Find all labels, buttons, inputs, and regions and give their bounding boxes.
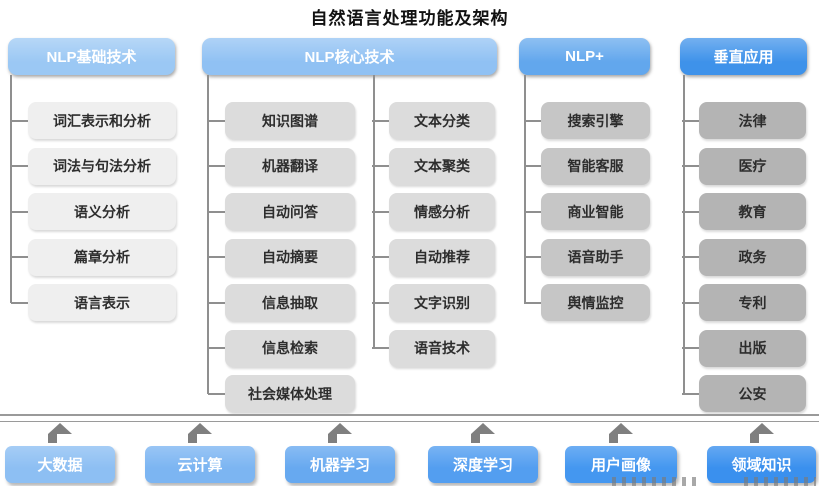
tree-node: 教育 — [682, 193, 806, 230]
header-nlp-basic: NLP基础技术 — [8, 38, 175, 75]
tree-node: 篇章分析 — [11, 238, 176, 276]
connector-line-col1 — [10, 75, 12, 303]
tree-node: 专利 — [682, 284, 806, 321]
tree-node: 文本聚类 — [372, 147, 495, 185]
arrow-up-icon — [749, 423, 774, 443]
foundation-box: 领域知识 — [707, 446, 816, 483]
tree-node: 智能客服 — [524, 147, 650, 185]
column-nlp-plus: 搜索引擎 智能客服 商业智能 语音助手 舆情监控 — [524, 102, 650, 321]
connector-line-col4 — [683, 75, 685, 394]
foundation-box: 用户画像 — [565, 446, 677, 483]
tree-node: 语义分析 — [11, 193, 176, 230]
arrow-up-icon — [328, 423, 352, 443]
tree-node: 词法与句法分析 — [11, 147, 176, 185]
tree-node: 出版 — [682, 329, 806, 367]
tree-node: 知识图谱 — [208, 102, 355, 139]
tree-node: 搜索引擎 — [524, 102, 650, 139]
column-nlp-basic: 词汇表示和分析 词法与句法分析 语义分析 篇章分析 语言表示 — [11, 102, 176, 321]
tree-node: 语音技术 — [372, 329, 495, 367]
tree-node: 机器翻译 — [208, 147, 355, 185]
tree-node: 舆情监控 — [524, 284, 650, 321]
foundation-cloud-computing: 云计算 — [145, 423, 255, 483]
tree-node: 自动问答 — [208, 193, 355, 230]
arrow-up-icon — [48, 423, 72, 443]
foundation-machine-learning: 机器学习 — [285, 423, 395, 483]
tree-node: 语音助手 — [524, 238, 650, 276]
tree-node: 公安 — [682, 375, 806, 412]
foundation-domain-knowledge: 领域知识 — [707, 423, 816, 483]
tree-node: 文字识别 — [372, 284, 495, 321]
foundation-box: 云计算 — [145, 446, 255, 483]
foundation-user-profile: 用户画像 — [565, 423, 677, 483]
tree-node: 文本分类 — [372, 102, 495, 139]
section-divider — [0, 414, 819, 422]
connector-line-col2-left — [207, 75, 209, 394]
watermark-fragment — [744, 477, 816, 486]
header-vertical-apps: 垂直应用 — [680, 38, 807, 75]
column-nlp-core-left: 知识图谱 机器翻译 自动问答 自动摘要 信息抽取 信息检索 社会媒体处理 — [208, 102, 355, 412]
foundation-deep-learning: 深度学习 — [428, 423, 538, 483]
tree-node: 自动摘要 — [208, 238, 355, 276]
tree-node: 词汇表示和分析 — [11, 102, 176, 139]
arrow-up-icon — [609, 423, 633, 443]
connector-line-col3 — [524, 75, 526, 303]
tree-node: 信息检索 — [208, 329, 355, 367]
tree-node: 自动推荐 — [372, 238, 495, 276]
tree-node: 医疗 — [682, 147, 806, 185]
header-nlp-plus: NLP+ — [519, 38, 650, 75]
foundation-box: 深度学习 — [428, 446, 538, 483]
arrow-up-icon — [188, 423, 212, 443]
tree-node: 政务 — [682, 238, 806, 276]
watermark-fragment — [612, 477, 698, 486]
column-nlp-core-right: 文本分类 文本聚类 情感分析 自动推荐 文字识别 语音技术 — [372, 102, 495, 367]
column-vertical-apps: 法律 医疗 教育 政务 专利 出版 公安 — [682, 102, 806, 412]
foundation-box: 机器学习 — [285, 446, 395, 483]
tree-node: 法律 — [682, 102, 806, 139]
page-title: 自然语言处理功能及架构 — [310, 9, 509, 28]
tree-node: 语言表示 — [11, 284, 176, 321]
tree-node: 社会媒体处理 — [208, 375, 355, 412]
tree-node: 情感分析 — [372, 193, 495, 230]
header-nlp-core: NLP核心技术 — [202, 38, 497, 75]
foundation-box: 大数据 — [5, 446, 115, 483]
arrow-up-icon — [471, 423, 495, 443]
tree-node: 信息抽取 — [208, 284, 355, 321]
tree-node: 商业智能 — [524, 193, 650, 230]
foundation-big-data: 大数据 — [5, 423, 115, 483]
